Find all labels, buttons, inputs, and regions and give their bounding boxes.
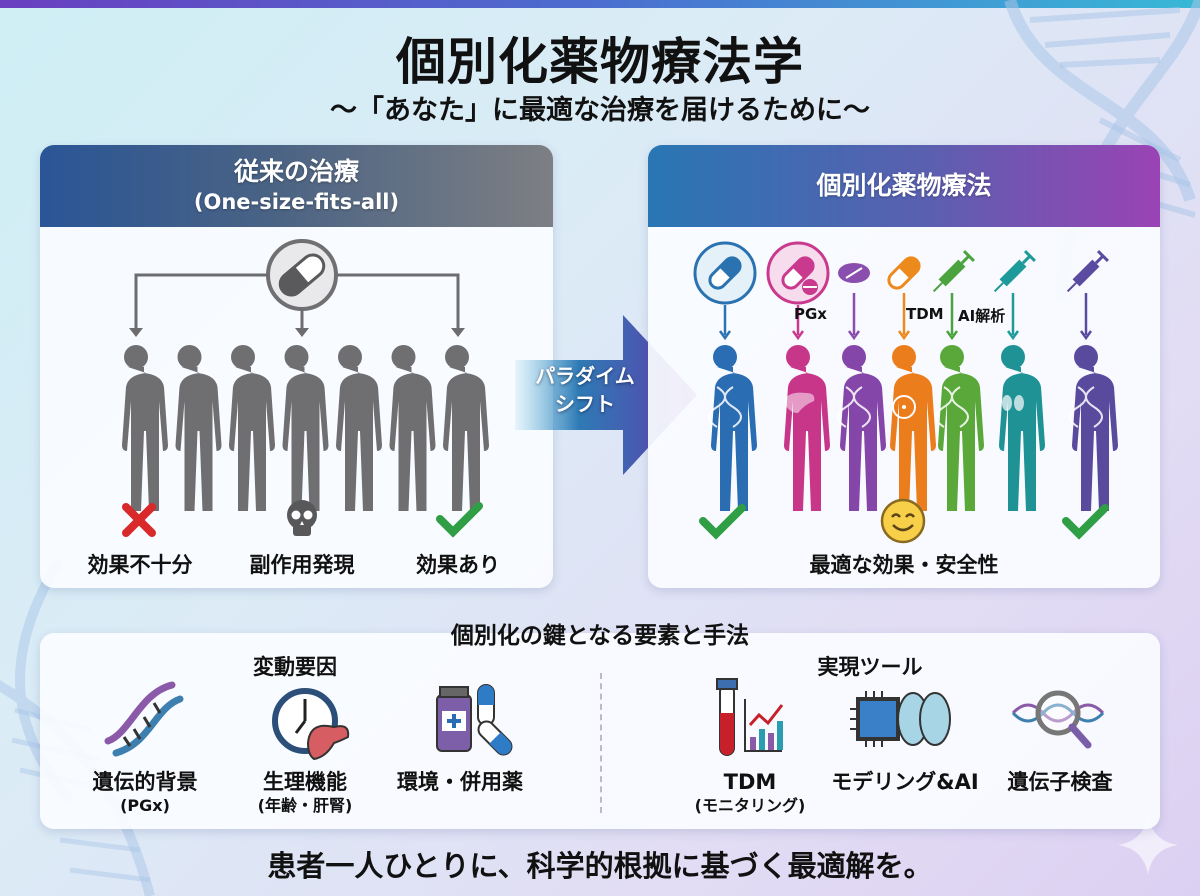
check-icon xyxy=(436,502,483,538)
person-silhouette xyxy=(175,345,222,511)
medicine-bottle-icon xyxy=(436,684,513,756)
method-label-tdm: TDM xyxy=(906,305,944,323)
magnifier-dna-icon xyxy=(1011,690,1105,749)
panel-subtitle: (One-size-fits-all) xyxy=(193,190,400,214)
method-label-ai: AI解析 xyxy=(958,307,1006,325)
factors-title: 変動要因 xyxy=(253,655,337,679)
conventional-diagram xyxy=(122,239,489,538)
capsule-icon xyxy=(887,256,921,290)
syringe-icon xyxy=(1066,250,1109,293)
person-silhouette xyxy=(443,345,489,511)
person-silhouette xyxy=(784,345,830,511)
page-title: 個別化薬物療法学 xyxy=(396,33,804,91)
person-silhouette xyxy=(890,345,936,511)
capsule-icon xyxy=(693,241,757,305)
method-label-pgx: PGx xyxy=(794,305,827,323)
paradigm-shift-label: パラダイム シフト xyxy=(535,364,635,416)
panel-title: 個別化薬物療法 xyxy=(816,171,992,200)
capsule-tablet-icon xyxy=(766,241,830,305)
conventional-treatment-panel: 従来の治療 (One-size-fits-all) 効果不十分 副作用 xyxy=(40,145,553,588)
person-silhouette xyxy=(708,345,757,511)
tool-modeling-ai: モデリング&AI xyxy=(831,770,979,794)
outcome-label: 効果不十分 xyxy=(87,553,193,577)
kidney-icon xyxy=(1002,395,1024,411)
factor-environment: 環境・併用薬 xyxy=(397,770,523,794)
person-silhouette xyxy=(999,345,1045,511)
capsule-icon xyxy=(266,239,338,311)
person-silhouette xyxy=(229,345,275,511)
person-silhouette xyxy=(389,345,436,511)
factor-physiology: 生理機能(年齢・肝腎) xyxy=(257,770,353,815)
tool-tdm: TDM(モニタリング) xyxy=(694,770,806,815)
personalized-diagram xyxy=(693,241,1118,544)
distribution-arrows xyxy=(134,273,460,330)
footer-message: 患者一人ひとりに、科学的根拠に基づく最適解を。 xyxy=(267,849,933,883)
top-accent-bar xyxy=(0,0,1200,8)
liver-icon xyxy=(784,392,815,413)
syringe-icon xyxy=(993,250,1036,293)
dna-icon xyxy=(1069,386,1103,428)
stomach-icon xyxy=(892,395,916,419)
person-silhouette xyxy=(282,345,329,511)
tools-title: 実現ツール xyxy=(817,655,923,679)
outcome-label: 最適な効果・安全性 xyxy=(809,553,999,577)
chip-brain-icon xyxy=(850,691,951,747)
check-icon xyxy=(699,504,746,540)
smile-icon xyxy=(880,498,926,544)
factor-genetic: 遺伝的背景(PGx) xyxy=(92,770,198,815)
keys-title: 個別化の鍵となる要素と手法 xyxy=(450,623,750,649)
panel-header: 従来の治療 (One-size-fits-all) xyxy=(40,145,553,227)
test-tube-chart-icon xyxy=(716,678,784,756)
person-silhouette xyxy=(837,345,886,511)
tablet-icon xyxy=(838,263,870,283)
page-subtitle: 〜「あなた」に最適な治療を届けるために〜 xyxy=(330,95,870,126)
outcome-label: 効果あり xyxy=(416,553,500,577)
person-silhouette xyxy=(935,345,984,511)
dna-icon xyxy=(708,386,742,428)
person-silhouette xyxy=(122,345,168,511)
check-icon xyxy=(1062,504,1109,540)
dna-icon xyxy=(935,386,969,428)
cross-icon xyxy=(122,503,156,537)
dna-icon xyxy=(837,386,871,428)
key-icons xyxy=(104,678,1105,761)
dna-icon xyxy=(104,681,184,757)
patient-group xyxy=(122,345,489,511)
clock-liver-icon xyxy=(272,688,350,761)
person-silhouette xyxy=(336,345,382,511)
section-divider xyxy=(600,673,602,813)
panel-header: 個別化薬物療法 xyxy=(648,145,1160,227)
skull-icon xyxy=(287,500,317,536)
outcome-label: 副作用発現 xyxy=(249,553,355,577)
tool-genetic-test: 遺伝子検査 xyxy=(1007,770,1113,794)
syringe-icon xyxy=(932,250,975,293)
person-silhouette xyxy=(1069,345,1118,511)
personalized-treatment-panel: 個別化薬物療法 PGx TDM AI解析 最適な効果・安全性 xyxy=(648,145,1160,588)
panel-title: 従来の治療 xyxy=(233,157,359,186)
key-factors-panel: 変動要因 実現ツール xyxy=(40,633,1160,829)
